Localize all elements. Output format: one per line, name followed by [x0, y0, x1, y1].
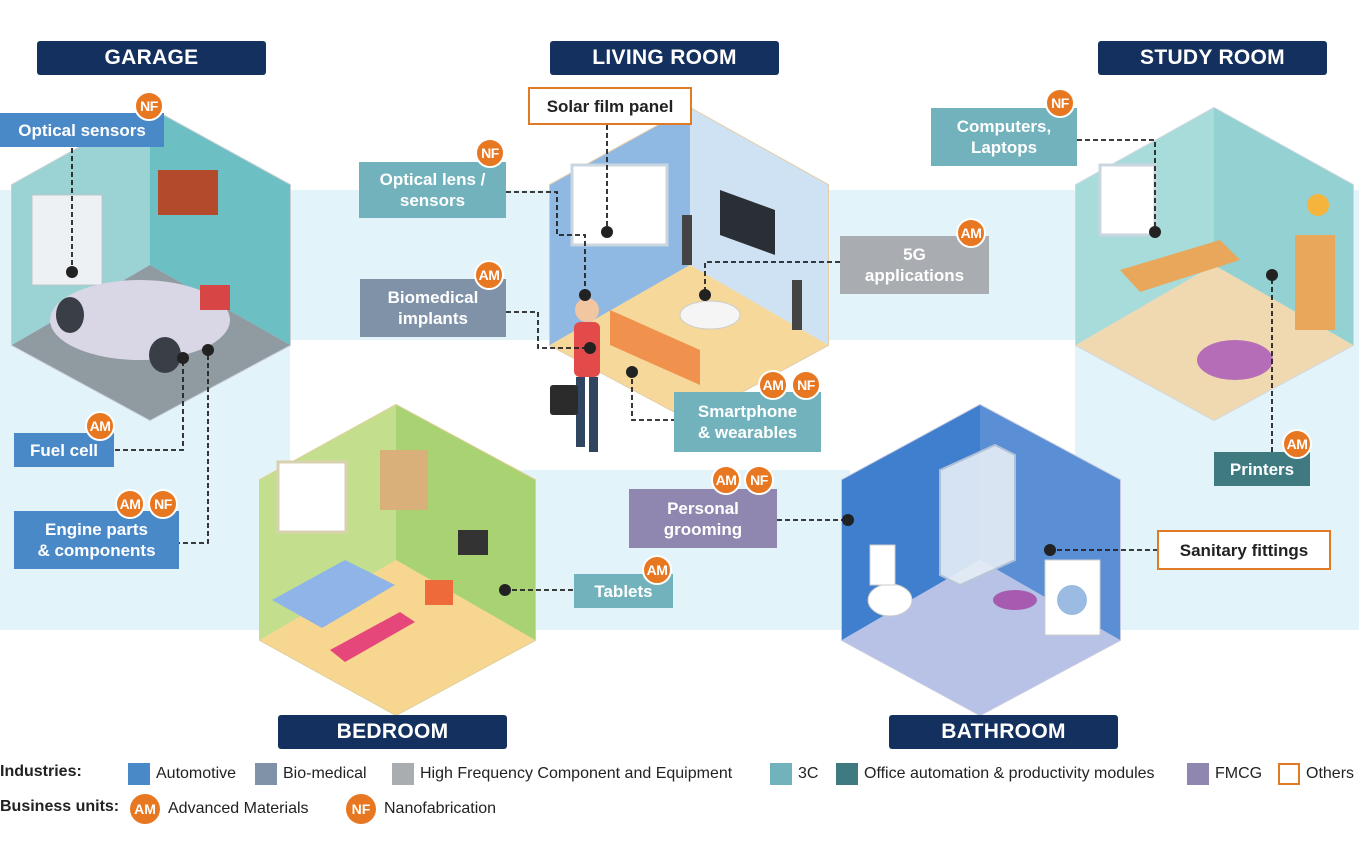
study-room-illustration	[1075, 106, 1354, 422]
room-title-study-room: STUDY ROOM	[1098, 41, 1327, 75]
badge-nf-optical-sensors: NF	[134, 91, 164, 121]
badge-am-fuel-cell: AM	[85, 411, 115, 441]
room-title-garage: GARAGE	[37, 41, 266, 75]
legend-swatch	[836, 763, 858, 785]
badge-am-smartphone: AM	[758, 370, 788, 400]
legend-item-office-automation: Office automation & productivity modules	[836, 763, 1155, 785]
badge-nf-computers: NF	[1045, 88, 1075, 118]
badge-nf-optical-lens: NF	[475, 138, 505, 168]
room-title-bedroom: BEDROOM	[278, 715, 507, 749]
badge-am-printers: AM	[1282, 429, 1312, 459]
legend-swatch	[770, 763, 792, 785]
legend-swatch	[1187, 763, 1209, 785]
label-fuel-cell: Fuel cell	[14, 433, 114, 467]
legend-swatch	[1278, 763, 1300, 785]
label-5g-applications: 5G applications	[840, 236, 989, 294]
garage-room-illustration	[11, 106, 291, 422]
legend-item-3c: 3C	[770, 763, 818, 785]
legend-swatch	[392, 763, 414, 785]
legend-item-automotive: Automotive	[128, 763, 236, 785]
label-optical-sensors: Optical sensors	[0, 113, 164, 147]
label-biomedical-implants: Biomedical implants	[360, 279, 506, 337]
label-optical-lens: Optical lens / sensors	[359, 162, 506, 218]
legend-item-others: Others	[1278, 763, 1354, 785]
badge-nf-grooming: NF	[744, 465, 774, 495]
badge-am-grooming: AM	[711, 465, 741, 495]
room-title-living-room: LIVING ROOM	[550, 41, 779, 75]
legend-business-units-title: Business units:	[0, 798, 120, 815]
bathroom-illustration	[841, 403, 1121, 717]
badge-am-biomedical: AM	[474, 260, 504, 290]
legend-am-badge: AM	[130, 794, 160, 824]
badge-am-tablets: AM	[642, 555, 672, 585]
legend-swatch	[128, 763, 150, 785]
label-engine-parts: Engine parts & components	[14, 511, 179, 569]
bedroom-illustration	[259, 403, 536, 717]
legend-swatch	[255, 763, 277, 785]
room-title-bathroom: BATHROOM	[889, 715, 1118, 749]
label-solar-film-panel: Solar film panel	[528, 87, 692, 125]
legend-item-bio-medical: Bio-medical	[255, 763, 367, 785]
badge-am-engine-parts: AM	[115, 489, 145, 519]
label-tablets: Tablets	[574, 574, 673, 608]
legend-item-fmcg: FMCG	[1187, 763, 1262, 785]
legend-industries-title: Industries:	[0, 763, 82, 780]
label-computers-laptops: Computers, Laptops	[931, 108, 1077, 166]
badge-am-5g: AM	[956, 218, 986, 248]
legend-nf-badge: NF	[346, 794, 376, 824]
legend-item-high-frequency: High Frequency Component and Equipment	[392, 763, 732, 785]
badge-nf-smartphone: NF	[791, 370, 821, 400]
badge-nf-engine-parts: NF	[148, 489, 178, 519]
label-sanitary-fittings: Sanitary fittings	[1157, 530, 1331, 570]
label-smartphone-wearables: Smartphone & wearables	[674, 392, 821, 452]
label-personal-grooming: Personal grooming	[629, 489, 777, 548]
